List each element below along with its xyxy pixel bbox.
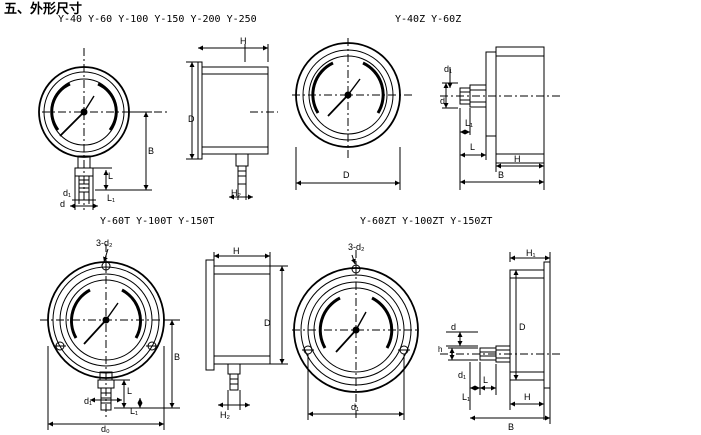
gauge-4-side-view: H₁ D d h d₁ L₁ L H B	[438, 248, 560, 432]
dim-label-l1: L₁	[107, 193, 115, 203]
dim-label-d-diameter: D	[188, 114, 195, 124]
dim-label-b-front-flange: B	[174, 352, 180, 362]
dim-label-d-axial-side: d	[440, 96, 445, 106]
dim-label-h1-rear-flange: H₁	[526, 248, 536, 258]
dim-label-holes-rear-flange: 3-d₂	[348, 242, 365, 252]
gauge-2-side-view: d d₁ L₁ L H B	[440, 46, 560, 190]
dim-label-l1-axial: L₁	[465, 118, 473, 128]
gauge-3-side-view: H D H₂	[205, 246, 288, 420]
gauge-2-front-view: D	[292, 38, 412, 190]
dim-label-l1-rear-flange: L₁	[462, 392, 470, 402]
caption-rear-flange-models: Y-60ZT Y-100ZT Y-150ZT	[360, 216, 493, 227]
dim-label-l-axial: L	[470, 142, 475, 152]
caption-standard-models: Y-40 Y-60 Y-100 Y-150 Y-200 Y-250	[58, 14, 257, 25]
section-heading: 五、外形尺寸	[4, 2, 83, 17]
dim-label-h-small-rear-flange: h	[438, 345, 442, 354]
caption-front-flange-models: Y-60T Y-100T Y-150T	[100, 216, 215, 227]
dim-label-h2-front-flange-side: H₂	[220, 410, 230, 420]
dim-label-d1-rear-flange-side: d₁	[458, 370, 466, 380]
gauge-3-front-view: 3-d₂ B L d₁ L₁ d₀	[40, 238, 180, 434]
dim-label-h2: H₂	[231, 188, 241, 198]
dim-label-d-front-flange-side: D	[264, 318, 271, 328]
dim-label-d1: d₁	[63, 188, 71, 198]
dim-label-l1-front-flange: L₁	[130, 406, 138, 416]
dim-label-l-rear-flange: L	[483, 375, 488, 385]
caption-axial-models: Y-40Z Y-60Z	[395, 14, 462, 25]
dim-label-d1-rear-flange: d₁	[351, 402, 359, 412]
dim-label-b: B	[148, 146, 154, 156]
dim-label-b-rear-flange: B	[508, 422, 514, 432]
dim-label-h: H	[240, 36, 247, 46]
gauge-1-side-view: H₂ H D	[186, 36, 278, 200]
dim-label-h-rear-flange: H	[524, 392, 531, 402]
gauge-4-front-view: 3-d₂ d₁	[292, 242, 420, 420]
gauge-1-front-view: B L d₁ d L₁	[38, 48, 168, 210]
dim-label-h-axial: H	[514, 154, 521, 164]
dim-label-d0-front-flange: d₀	[101, 424, 110, 434]
dim-label-b-axial: B	[498, 170, 504, 180]
dim-label-d: d	[60, 199, 65, 209]
dim-label-holes-front-flange: 3-d₂	[96, 238, 113, 248]
dim-label-h-front-flange-side: H	[233, 246, 240, 256]
dim-label-d1-front-flange: d₁	[84, 396, 92, 406]
dim-label-d1-axial: d₁	[444, 64, 452, 74]
dim-label-d-rear-flange: D	[519, 322, 526, 332]
dim-label-d-small-rear-flange: d	[451, 322, 456, 332]
dim-label-d-axial: D	[343, 170, 350, 180]
dim-label-l-front-flange: L	[127, 386, 132, 396]
dim-label-l: L	[108, 171, 113, 181]
